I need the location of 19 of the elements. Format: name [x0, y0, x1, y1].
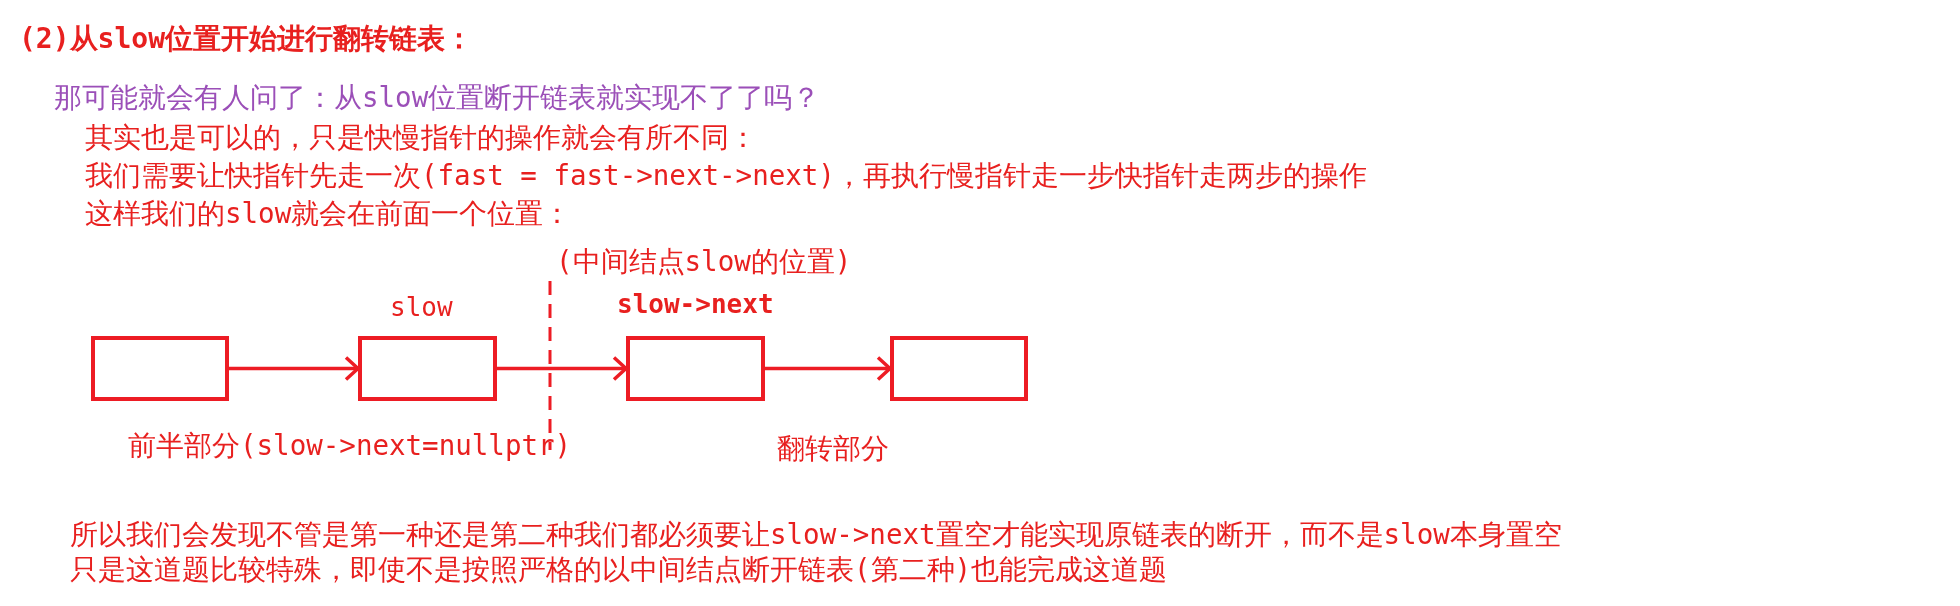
arrow	[765, 355, 892, 382]
section-caption: 前半部分(slow->next=nullptr)	[128, 428, 572, 463]
pointer-label: slow->next	[617, 288, 774, 321]
note-text: 其实也是可以的，只是快慢指针的操作就会有所不同：	[85, 120, 757, 155]
arrow	[497, 355, 628, 382]
list-node-box	[626, 336, 765, 401]
note-text: 我们需要让快指针先走一次(fast = fast->next->next)，再执行慢指针走一步快指针走两步的操作	[85, 158, 1367, 193]
note-text: 这样我们的slow就会在前面一个位置：	[85, 196, 572, 231]
divider-caption: (中间结点slow的位置)	[556, 244, 852, 279]
arrow	[229, 355, 360, 382]
conclusion-text: 只是这道题比较特殊，即使不是按照严格的以中间结点断开链表(第二种)也能完成这道题	[70, 552, 1168, 587]
list-node-box	[358, 336, 497, 401]
heading: (2)从slow位置开始进行翻转链表：	[19, 21, 473, 56]
conclusion-text: 所以我们会发现不管是第一种还是第二种我们都必须要让slow->next置空才能实现原链表的断开，而不是slow本身置空	[70, 517, 1562, 552]
list-node-box	[91, 336, 229, 401]
list-node-box	[890, 336, 1028, 401]
pointer-label: slow	[390, 291, 453, 324]
section-caption: 翻转部分	[777, 431, 889, 466]
question-text: 那可能就会有人问了：从slow位置断开链表就实现不了了吗？	[54, 80, 821, 115]
